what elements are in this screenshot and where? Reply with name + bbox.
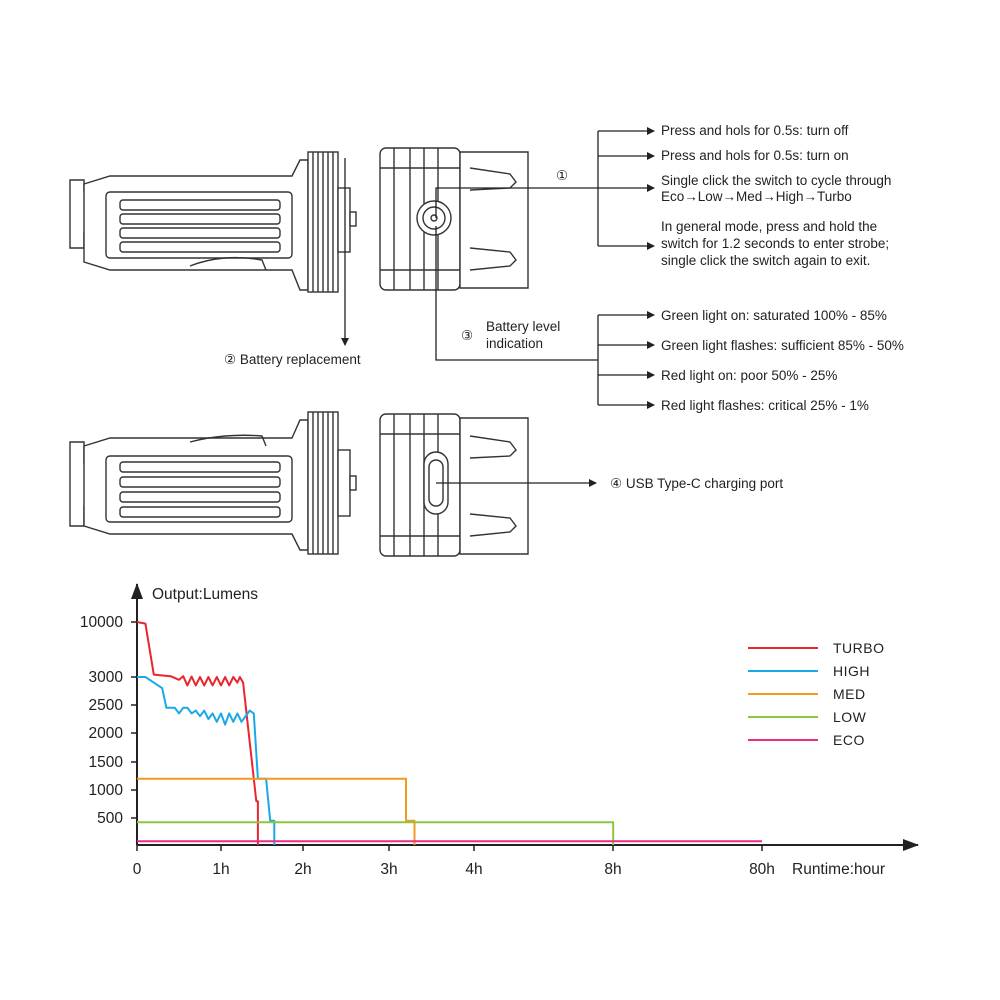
y-tick-label: 10000: [80, 614, 123, 631]
flashlight-head-bottom: [379, 413, 529, 557]
x-tick-label: 80h: [749, 861, 775, 878]
battery-level-item: Red light on: poor 50% - 25%: [661, 368, 837, 383]
battery-level-title: Battery level: [486, 319, 560, 334]
switch-item: Press and hols for 0.5s: turn off: [661, 123, 849, 138]
x-ticks: 0 1h 2h 3h 4h 8h 80h: [133, 845, 775, 878]
switch-item: single click the switch again to exit.: [661, 253, 870, 268]
y-ticks: 10000 3000 2500 2000 1500 1000 500: [80, 614, 137, 827]
switch-item: Press and hols for 0.5s: turn on: [661, 148, 849, 163]
series-line-turbo: [136, 621, 259, 845]
battery-level-callout: ③ Battery level indication Green light o…: [461, 308, 904, 413]
battery-replacement-label: ② Battery replacement: [224, 352, 361, 367]
y-tick-label: 1000: [89, 782, 124, 799]
legend-label: ECO: [833, 732, 865, 748]
chart-legend: TURBO HIGH MED LOW ECO: [748, 640, 885, 748]
x-axis-label: Runtime:hour: [792, 861, 885, 878]
series-line-low: [137, 821, 615, 845]
switch-item: Eco→Low→Med→High→Turbo: [661, 189, 852, 204]
x-tick-label: 2h: [294, 861, 311, 878]
battery-level-item: Green light flashes: sufficient 85% - 50…: [661, 338, 904, 353]
switch-callout: ① Press and hols for 0.5s: turn off Pres…: [556, 123, 891, 268]
battery-level-item: Red light flashes: critical 25% - 1%: [661, 398, 869, 413]
x-tick-label: 4h: [465, 861, 482, 878]
x-tick-label: 0: [133, 861, 142, 878]
series-line-med: [137, 777, 416, 845]
switch-item: Single click the switch to cycle through: [661, 173, 891, 188]
legend-label: LOW: [833, 709, 867, 725]
x-tick-label: 1h: [212, 861, 229, 878]
battery-level-marker: ③: [461, 328, 473, 343]
series-line-high: [137, 676, 276, 845]
flashlight-handle-top: [69, 151, 357, 293]
y-tick-label: 2000: [89, 725, 124, 742]
battery-level-title: indication: [486, 336, 543, 351]
usb-port-label: ④ USB Type-C charging port: [610, 476, 783, 491]
series-lines: [136, 621, 762, 845]
battery-level-item: Green light on: saturated 100% - 85%: [661, 308, 887, 323]
flashlight-head-top: [379, 147, 529, 291]
y-tick-label: 3000: [89, 669, 124, 686]
x-tick-label: 8h: [604, 861, 621, 878]
y-tick-label: 2500: [89, 697, 124, 714]
flashlight-handle-bottom: [69, 411, 357, 555]
legend-label: HIGH: [833, 663, 870, 679]
legend-label: MED: [833, 686, 866, 702]
switch-item: switch for 1.2 seconds to enter strobe;: [661, 236, 889, 251]
switch-marker: ①: [556, 168, 568, 183]
x-tick-label: 3h: [380, 861, 397, 878]
switch-item: In general mode, press and hold the: [661, 219, 877, 234]
y-tick-label: 500: [97, 810, 123, 827]
callout-lines: [341, 127, 655, 487]
legend-label: TURBO: [833, 640, 885, 656]
y-axis-label: Output:Lumens: [152, 586, 258, 603]
y-tick-label: 1500: [89, 754, 124, 771]
runtime-chart: Output:Lumens Runtime:hour 1000030002500…: [80, 583, 919, 878]
